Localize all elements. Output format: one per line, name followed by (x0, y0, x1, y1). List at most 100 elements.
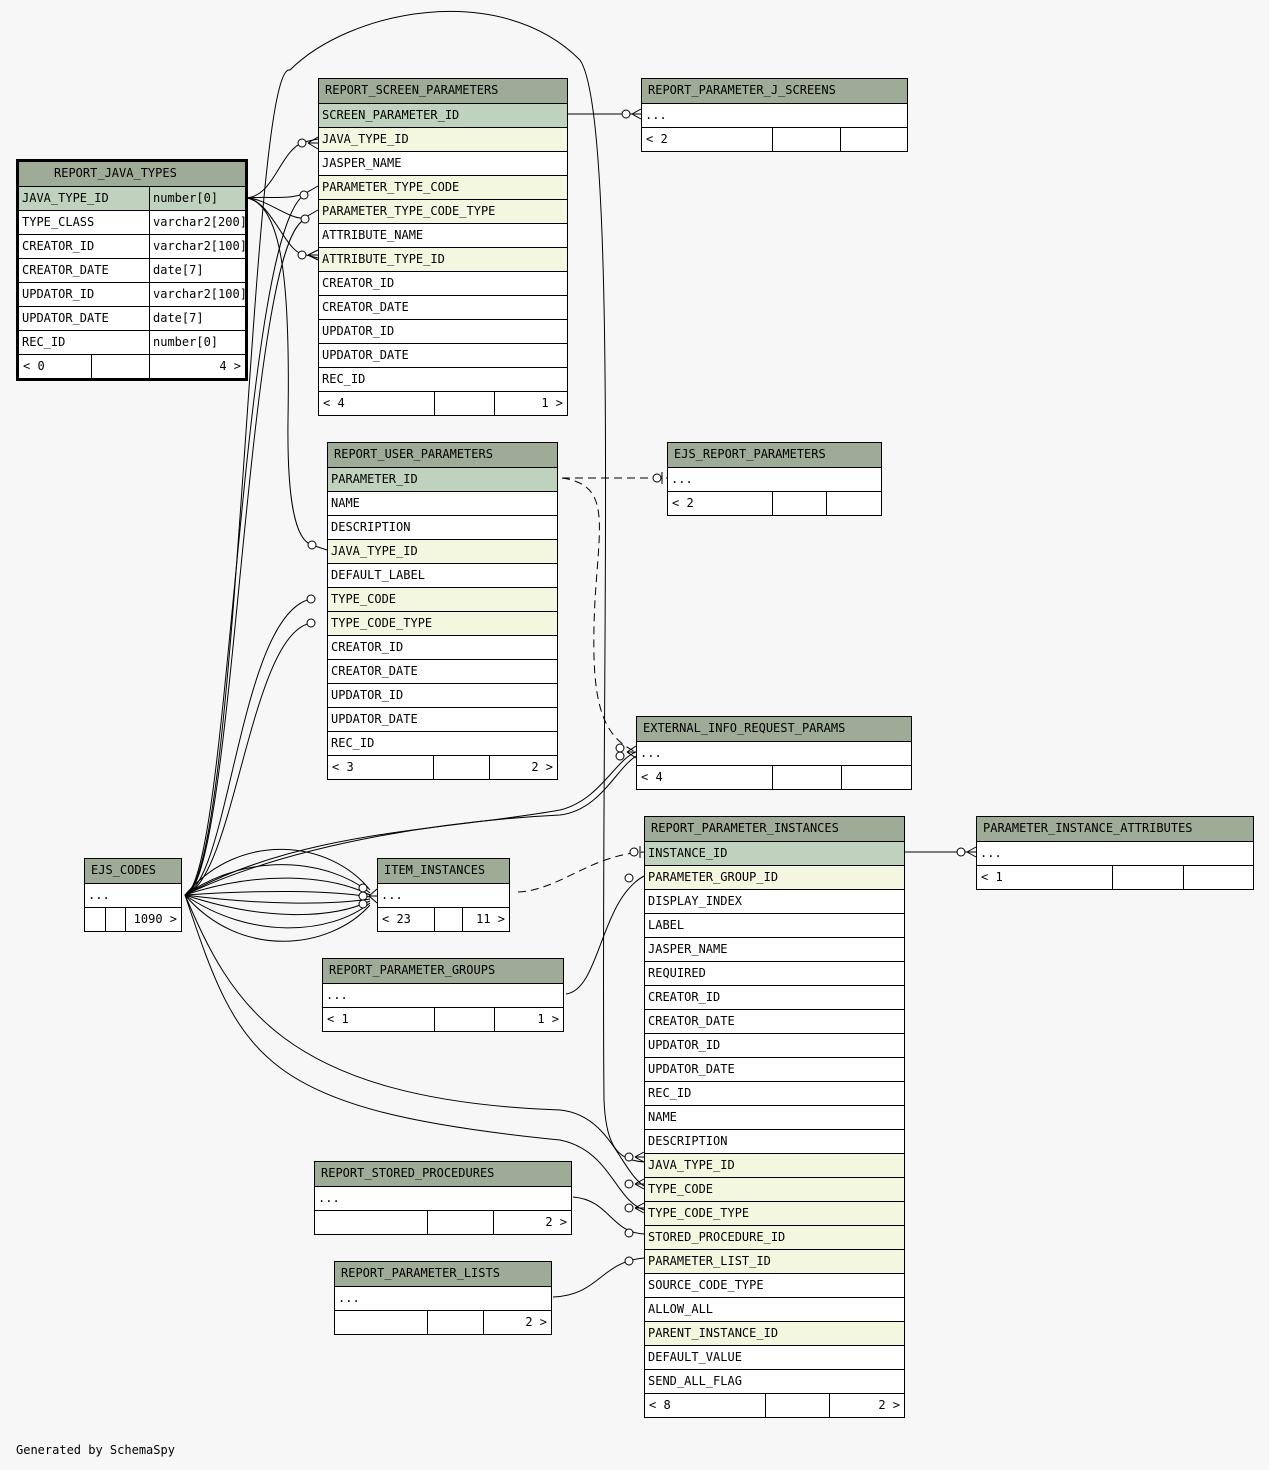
table-header[interactable]: REPORT_JAVA_TYPES (19, 162, 245, 186)
column-row[interactable]: JAVA_TYPE_ID (319, 127, 567, 151)
column-row[interactable]: PARAMETER_TYPE_CODE_TYPE (319, 199, 567, 223)
column-row[interactable]: NAME (328, 491, 557, 515)
table-header[interactable]: PARAMETER_INSTANCE_ATTRIBUTES (977, 817, 1253, 841)
column-row[interactable]: TYPE_CODE_TYPE (328, 611, 557, 635)
column-row[interactable]: JAVA_TYPE_ID (645, 1153, 904, 1177)
column-row[interactable]: TYPE_CODE (645, 1177, 904, 1201)
column-row[interactable]: DESCRIPTION (328, 515, 557, 539)
parents-count: < 23 (382, 912, 411, 926)
column-row[interactable]: CREATOR_ID (319, 271, 567, 295)
column-row[interactable]: ATTRIBUTE_TYPE_ID (319, 247, 567, 271)
table-report-parameter-lists[interactable]: REPORT_PARAMETER_LISTS ... 2 > (334, 1261, 552, 1335)
column-row[interactable]: PARAMETER_GROUP_ID (645, 865, 904, 889)
column-row[interactable]: ... (668, 467, 881, 491)
table-report-parameter-j-screens[interactable]: REPORT_PARAMETER_J_SCREENS ... < 2 (641, 78, 908, 152)
table-report-parameter-instances[interactable]: REPORT_PARAMETER_INSTANCES INSTANCE_ID P… (644, 816, 905, 1418)
column-row[interactable]: CREATOR_DATE (319, 295, 567, 319)
table-ejs-codes[interactable]: EJS_CODES ... 1090 > (84, 858, 182, 932)
children-count: 2 > (531, 760, 553, 774)
column-row[interactable]: CREATOR_ID (328, 635, 557, 659)
column-row[interactable]: CREATOR_DATE (328, 659, 557, 683)
column-row[interactable]: ... (977, 841, 1253, 865)
column-row[interactable]: UPDATOR_ID (645, 1033, 904, 1057)
column-row[interactable]: TYPE_CODE (328, 587, 557, 611)
column-row[interactable]: UPDATOR_ID (319, 319, 567, 343)
column-row[interactable]: REQUIRED (645, 961, 904, 985)
table-external-info-request-params[interactable]: EXTERNAL_INFO_REQUEST_PARAMS ... < 4 (636, 716, 912, 790)
column-row[interactable]: DISPLAY_INDEX (645, 889, 904, 913)
table-header[interactable]: REPORT_PARAMETER_LISTS (335, 1262, 551, 1286)
table-header[interactable]: EJS_REPORT_PARAMETERS (668, 443, 881, 467)
column-row[interactable]: ATTRIBUTE_NAME (319, 223, 567, 247)
column-row[interactable]: ... (315, 1186, 571, 1210)
column-row[interactable]: INSTANCE_ID (645, 841, 904, 865)
table-header[interactable]: ITEM_INSTANCES (378, 859, 509, 883)
table-parameter-instance-attributes[interactable]: PARAMETER_INSTANCE_ATTRIBUTES ... < 1 (976, 816, 1254, 890)
table-header[interactable]: REPORT_PARAMETER_J_SCREENS (642, 79, 907, 103)
column-row[interactable]: CREATOR_ID (645, 985, 904, 1009)
column-row[interactable]: PARAMETER_LIST_ID (645, 1249, 904, 1273)
column-row[interactable]: ... (642, 103, 907, 127)
column-name: CREATOR_ID (331, 640, 404, 654)
column-row[interactable]: JASPER_NAME (645, 937, 904, 961)
table-header[interactable]: EXTERNAL_INFO_REQUEST_PARAMS (637, 717, 911, 741)
column-row[interactable]: PARAMETER_ID (328, 467, 557, 491)
column-row[interactable]: STORED_PROCEDURE_ID (645, 1225, 904, 1249)
column-row[interactable]: UPDATOR_DATE (328, 707, 557, 731)
column-row[interactable]: JASPER_NAME (319, 151, 567, 175)
table-header[interactable]: REPORT_PARAMETER_GROUPS (323, 959, 563, 983)
column-row[interactable]: ALLOW_ALL (645, 1297, 904, 1321)
parents-count: < 2 (672, 496, 694, 510)
column-row[interactable]: ... (378, 883, 509, 907)
column-row[interactable]: PARAMETER_TYPE_CODE (319, 175, 567, 199)
column-row[interactable]: DEFAULT_VALUE (645, 1345, 904, 1369)
column-name: ATTRIBUTE_NAME (322, 228, 424, 242)
column-row[interactable]: ... (85, 883, 181, 907)
column-row[interactable]: DESCRIPTION (645, 1129, 904, 1153)
column-name: PARAMETER_TYPE_CODE (322, 180, 460, 194)
table-report-user-parameters[interactable]: REPORT_USER_PARAMETERS PARAMETER_ID NAME… (327, 442, 558, 780)
column-row[interactable]: ... (637, 741, 911, 765)
table-report-stored-procedures[interactable]: REPORT_STORED_PROCEDURES ... 2 > (314, 1161, 572, 1235)
table-header[interactable]: EJS_CODES (85, 859, 181, 883)
table-header[interactable]: REPORT_STORED_PROCEDURES (315, 1162, 571, 1186)
column-row[interactable]: ... (323, 983, 563, 1007)
column-row[interactable]: ... (335, 1286, 551, 1310)
relation-marker (629, 847, 639, 857)
column-row[interactable]: REC_ID (645, 1081, 904, 1105)
column-row[interactable]: REC_ID (319, 367, 567, 391)
column-row[interactable]: SCREEN_PARAMETER_ID (319, 103, 567, 127)
relation-line (246, 138, 319, 199)
column-row[interactable]: SOURCE_CODE_TYPE (645, 1273, 904, 1297)
table-name: REPORT_STORED_PROCEDURES (321, 1166, 495, 1180)
column-row[interactable]: TYPE_CODE_TYPE (645, 1201, 904, 1225)
column-row[interactable]: CREATOR_DATE (645, 1009, 904, 1033)
column-row[interactable]: PARENT_INSTANCE_ID (645, 1321, 904, 1345)
table-header[interactable]: REPORT_USER_PARAMETERS (328, 443, 557, 467)
column-row[interactable]: JAVA_TYPE_ID (328, 539, 557, 563)
column-row[interactable]: UPDATOR_ID (328, 683, 557, 707)
table-report-screen-parameters[interactable]: REPORT_SCREEN_PARAMETERS SCREEN_PARAMETE… (318, 78, 568, 416)
column-row[interactable]: NAME (645, 1105, 904, 1129)
column-row[interactable]: REC_ID (328, 731, 557, 755)
column-row[interactable]: UPDATOR_DATE (645, 1057, 904, 1081)
column-row[interactable]: SEND_ALL_FLAG (645, 1369, 904, 1393)
table-ejs-report-parameters[interactable]: EJS_REPORT_PARAMETERS ... < 2 (667, 442, 882, 516)
column-row[interactable]: LABEL (645, 913, 904, 937)
table-header[interactable]: REPORT_SCREEN_PARAMETERS (319, 79, 567, 103)
relation-marker (624, 873, 634, 883)
table-header[interactable]: REPORT_PARAMETER_INSTANCES (645, 817, 904, 841)
column-row[interactable]: DEFAULT_LABEL (328, 563, 557, 587)
column-row[interactable]: UPDATOR_DATE (319, 343, 567, 367)
